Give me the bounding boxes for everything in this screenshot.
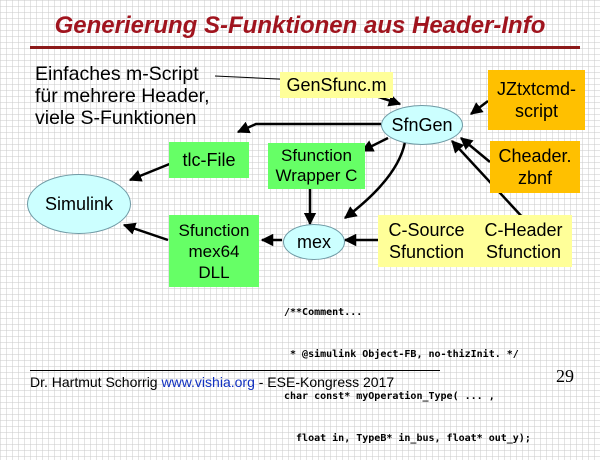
code-line: char const* myOperation_Type( ... , (284, 391, 495, 402)
wrapper-c-label-line: Wrapper C (275, 166, 358, 185)
code-line: float in, TypeB* in_bus, float* out_y); (284, 433, 531, 444)
cheader-zbnf-label-line: zbnf (517, 168, 553, 188)
c-header-label-line: C-Header (484, 220, 563, 240)
arrow-cheaderzbnf-to-sfngen (460, 137, 491, 163)
sfngen-label: SfnGen (391, 114, 453, 135)
simulink-node: Simulink (27, 174, 131, 234)
c-source-box: C-Source Sfunction (378, 215, 475, 267)
footer-rule (30, 370, 440, 371)
cheader-zbnf-box: Cheader. zbnf (490, 141, 580, 193)
arrow-jztxtcmd-to-sfngen (470, 100, 489, 115)
description-line: für mehrere Header, (35, 85, 210, 107)
code-snippet: /**Comment... * @simulink Object-FB, no-… (284, 278, 531, 460)
gensfunc-label: GenSfunc.m (286, 74, 387, 95)
tlc-file-label: tlc-File (182, 149, 236, 170)
wrapper-c-label-line: Sfunction (281, 146, 352, 165)
mex64-dll-box: Sfunction mex64 DLL (169, 215, 259, 287)
connector-arrows (122, 75, 526, 247)
c-source-label-line: Sfunction (388, 242, 465, 262)
jztxtcmd-label-line: script (514, 101, 558, 121)
jztxtcmd-label-line: JZtxtcmd- (497, 79, 576, 99)
code-line: * @simulink Object-FB, no-thizInit. */ (284, 349, 519, 360)
jztxtcmd-script-box: JZtxtcmd- script (488, 70, 585, 130)
footer-author: Dr. Hartmut Schorrig (30, 374, 162, 390)
arrow-cheader-to-sfngen (451, 140, 526, 221)
arrow-mex64-to-simulink (122, 222, 169, 242)
footer-event: - ESE-Kongress 2017 (254, 374, 395, 390)
title-underline (30, 46, 580, 49)
arrow-tlcfile-to-simulink (128, 161, 173, 182)
page-number: 29 (556, 366, 574, 386)
description-line: viele S-Funktionen (35, 107, 197, 129)
code-line: /**Comment... (284, 307, 363, 318)
simulink-label: Simulink (44, 193, 114, 214)
footer-link[interactable]: www.vishia.org (161, 374, 255, 390)
slide-title: Generierung S-Funktionen aus Header-Info (54, 12, 546, 39)
gensfunc-box: GenSfunc.m (280, 72, 393, 98)
arrow-sfngen-to-tlcfile (236, 121, 381, 134)
footer: Dr. Hartmut Schorrig www.vishia.org - ES… (30, 374, 394, 390)
mex-node: mex (283, 224, 345, 260)
mex64-label-line: Sfunction (178, 220, 250, 240)
c-header-box: C-Header Sfunction (475, 215, 572, 267)
cheader-zbnf-label-line: Cheader. (498, 146, 572, 166)
mex-label: mex (296, 231, 331, 252)
arrow-sfngen-to-mex (344, 141, 407, 219)
arrow-sfngen-to-wrapper (360, 136, 389, 153)
c-source-label-line: C-Source (388, 220, 465, 240)
mex64-label-line: DLL (198, 262, 230, 282)
description-text: Einfaches m-Script für mehrere Header, v… (35, 63, 210, 129)
tlc-file-box: tlc-File (169, 142, 249, 178)
sfngen-node: SfnGen (381, 105, 463, 145)
description-line: Einfaches m-Script (35, 63, 199, 85)
mex64-label-line: mex64 (188, 241, 240, 261)
wrapper-c-box: Sfunction Wrapper C (268, 143, 365, 189)
c-header-label-line: Sfunction (485, 242, 562, 262)
